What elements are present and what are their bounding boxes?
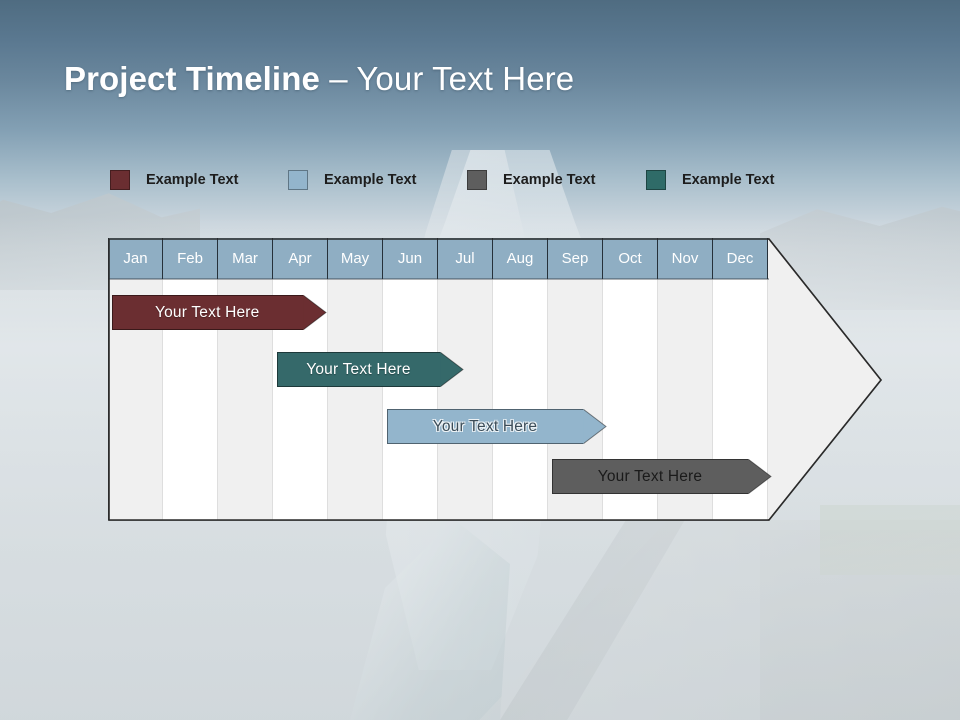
page-title: Project Timeline – Your Text Here (64, 60, 574, 98)
timeline-bar-label: Your Text Here (597, 467, 703, 485)
month-header-dec[interactable]: Dec (713, 238, 768, 279)
timeline-bar-label: Your Text Here (306, 360, 411, 378)
timeline-bar-arrow-tip (439, 350, 464, 389)
month-header-mar[interactable]: Mar (218, 238, 273, 279)
month-column-feb: Feb (163, 238, 218, 520)
legend-lightblue-swatch (288, 170, 308, 190)
month-cell-aug (493, 279, 548, 520)
timeline-bar-label: Your Text Here (155, 303, 260, 321)
timeline-bar-arrow-tip (582, 407, 607, 446)
page-title-dash: – (319, 60, 357, 97)
month-header-nov[interactable]: Nov (658, 238, 713, 279)
timeline-bar-body (552, 459, 748, 494)
month-header-jul[interactable]: Jul (438, 238, 493, 279)
legend-item-3[interactable]: Example Text (467, 170, 595, 190)
month-header-jun[interactable]: Jun (383, 238, 438, 279)
month-header-aug[interactable]: Aug (493, 238, 548, 279)
legend-item-1[interactable]: Example Text (110, 170, 238, 190)
legend-red-swatch (110, 170, 130, 190)
timeline-bar-body (112, 295, 303, 330)
page-title-light: Your Text Here (356, 60, 575, 97)
timeline-bar-1[interactable]: Your Text Here (112, 293, 327, 332)
month-header-oct[interactable]: Oct (603, 238, 658, 279)
timeline-bar-arrow-tip (301, 293, 327, 332)
month-header-may[interactable]: May (328, 238, 383, 279)
timeline-bar-arrow-tip (747, 457, 772, 496)
timeline-bar-3[interactable]: Your Text Here (387, 407, 607, 446)
timeline-bar-2[interactable]: Your Text Here (277, 350, 464, 389)
month-header-jan[interactable]: Jan (108, 238, 163, 279)
legend-item-2[interactable]: Example Text (288, 170, 416, 190)
month-cell-may (328, 279, 383, 520)
timeline-bar-label: Your Text Here (432, 417, 538, 435)
month-header-sep[interactable]: Sep (548, 238, 603, 279)
month-header-feb[interactable]: Feb (163, 238, 218, 279)
month-column-jan: Jan (108, 238, 163, 520)
timeline-bar-4[interactable]: Your Text Here (552, 457, 772, 496)
legend-teal-swatch (646, 170, 666, 190)
timeline-bar-body (277, 352, 440, 387)
legend-gray-swatch (467, 170, 487, 190)
month-cell-jun (383, 279, 438, 520)
page-title-bold: Project Timeline (64, 60, 320, 97)
legend-item-label: Example Text (503, 172, 596, 188)
legend-item-label: Example Text (324, 172, 417, 188)
timeline-bar-body (387, 409, 583, 444)
legend-item-label: Example Text (146, 172, 239, 188)
month-column-mar: Mar (218, 238, 273, 520)
month-column-aug: Aug (493, 238, 548, 520)
legend-item-4[interactable]: Example Text (646, 170, 774, 190)
legend: Example Text Example Text Example Text Exam… (110, 170, 830, 194)
month-cell-jul (438, 279, 493, 520)
month-header-apr[interactable]: Apr (273, 238, 328, 279)
legend-item-label: Example Text (682, 172, 775, 188)
